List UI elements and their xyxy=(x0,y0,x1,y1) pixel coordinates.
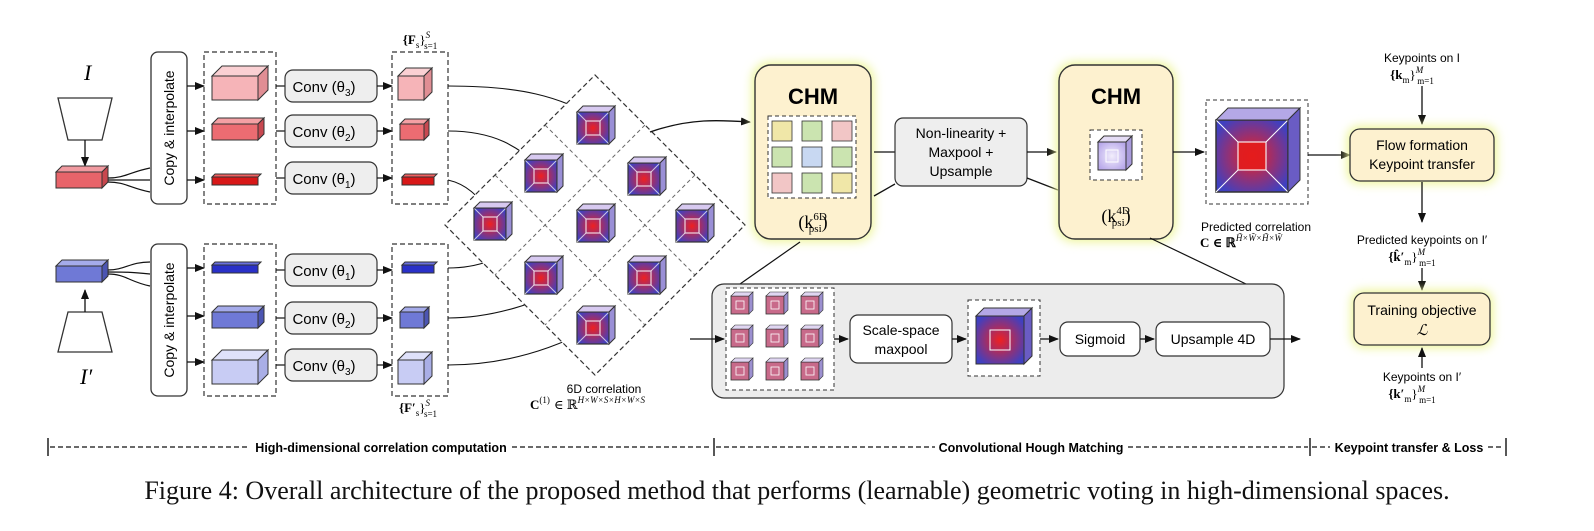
conv-theta3-bottom: Conv (θ3) xyxy=(276,348,393,382)
correlation-6d-label: 6D correlation C(1)∈ ℝH×W×S×H×W×S xyxy=(530,382,645,412)
stage-label-correlation: High-dimensional correlation computation xyxy=(255,441,506,455)
conv-theta1-top: Conv (θ1) xyxy=(276,161,393,195)
svg-text:Copy & interpolate: Copy & interpolate xyxy=(161,262,177,377)
svg-text:Sigmoid: Sigmoid xyxy=(1075,331,1126,347)
svg-text:{km}Mm=1: {km}Mm=1 xyxy=(1390,65,1434,86)
predicted-correlation-cube xyxy=(1205,99,1309,205)
svg-text:{Fs}Ss=1: {Fs}Ss=1 xyxy=(403,30,437,51)
svg-text:Conv (θ3): Conv (θ3) xyxy=(292,358,355,378)
correlation-6d-diamond xyxy=(444,74,746,376)
svg-text:Conv (θ2): Conv (θ2) xyxy=(292,311,355,331)
svg-text:Conv (θ2): Conv (θ2) xyxy=(292,124,355,144)
svg-text:Keypoint transfer: Keypoint transfer xyxy=(1369,156,1475,172)
svg-text:C ∈ ℝH̃×W̃×H̃×W̃: C ∈ ℝH̃×W̃×H̃×W̃ xyxy=(1200,233,1284,250)
svg-text:Upsample 4D: Upsample 4D xyxy=(1171,331,1256,347)
svg-text:Keypoints on I′: Keypoints on I′ xyxy=(1383,370,1462,384)
conv-theta2-top: Conv (θ2) xyxy=(276,114,393,148)
sigmoid: Sigmoid xyxy=(1059,321,1141,357)
svg-text:C(1)∈ ℝH×W×S×H×W×S: C(1)∈ ℝH×W×S×H×W×S xyxy=(530,395,645,412)
stage-timeline: High-dimensional correlation computation… xyxy=(47,438,1507,456)
scale-space-maxpool: Scale-space maxpool xyxy=(849,314,953,364)
encoder-bottom xyxy=(57,311,113,353)
feature-block-blue xyxy=(54,258,110,284)
svg-text:Keypoints on I: Keypoints on I xyxy=(1384,51,1460,65)
svg-text:ℒ: ℒ xyxy=(1417,323,1429,339)
conv-features-bottom xyxy=(391,243,449,397)
svg-text:Predicted correlation: Predicted correlation xyxy=(1201,220,1311,234)
svg-text:Conv (θ3): Conv (θ3) xyxy=(292,79,355,99)
svg-text:CHM: CHM xyxy=(788,84,838,109)
conv-theta3-top: Conv (θ3) xyxy=(276,69,393,103)
predicted-correlation-label: Predicted correlation C ∈ ℝH̃×W̃×H̃×W̃ xyxy=(1200,220,1311,250)
svg-text:Non-linearity +: Non-linearity + xyxy=(916,125,1007,141)
svg-text:Conv (θ1): Conv (θ1) xyxy=(292,171,355,191)
svg-text:CHM: CHM xyxy=(1091,84,1141,109)
feature-block-red xyxy=(54,164,110,190)
input-image-I-label: I xyxy=(83,60,93,85)
svg-text:Copy & interpolate: Copy & interpolate xyxy=(161,70,177,185)
figure-caption: Figure 4: Overall architecture of the pr… xyxy=(144,476,1450,505)
svg-text:6D correlation: 6D correlation xyxy=(567,382,642,396)
upsample-4d: Upsample 4D xyxy=(1155,321,1271,357)
encoder-top xyxy=(57,97,113,141)
svg-text:I′: I′ xyxy=(79,364,93,389)
stage-label-chm: Convolutional Hough Matching xyxy=(939,441,1124,455)
svg-text:I: I xyxy=(83,60,93,85)
multi-scale-features-bottom xyxy=(203,243,277,397)
copy-interpolate-bottom: Copy & interpolate xyxy=(150,243,188,397)
svg-text:{k′m}Mm=1: {k′m}Mm=1 xyxy=(1388,384,1435,405)
svg-text:{F′s}Ss=1: {F′s}Ss=1 xyxy=(399,398,437,419)
conv-theta1-bottom: Conv (θ1) xyxy=(276,253,393,287)
chm-detail-panel: Scale-space maxpool Sigmoid Upsample 4D xyxy=(690,283,1301,399)
svg-text:Training objective: Training objective xyxy=(1367,302,1476,318)
flow-formation-block: Flow formation Keypoint transfer xyxy=(1347,126,1497,184)
input-image-Iprime-label: I′ xyxy=(79,364,93,389)
conv-features-top xyxy=(391,51,449,205)
svg-text:Predicted keypoints on I′: Predicted keypoints on I′ xyxy=(1357,233,1488,247)
nonlinearity-maxpool-upsample: Non-linearity + Maxpool + Upsample xyxy=(894,117,1028,187)
stage-label-keypoint: Keypoint transfer & Loss xyxy=(1335,441,1484,455)
svg-text:maxpool: maxpool xyxy=(875,341,928,357)
conv-theta2-bottom: Conv (θ2) xyxy=(276,301,393,335)
copy-interpolate-top: Copy & interpolate xyxy=(150,51,188,205)
architecture-diagram: I I′ Copy & interpolate Copy & interpola… xyxy=(47,30,1507,456)
svg-text:Conv (θ1): Conv (θ1) xyxy=(292,263,355,283)
svg-text:Maxpool +: Maxpool + xyxy=(929,144,994,160)
svg-text:{k̂′m}Mm=1: {k̂′m}Mm=1 xyxy=(1388,247,1435,268)
multi-scale-features-top xyxy=(203,51,277,205)
svg-text:Scale-space: Scale-space xyxy=(862,322,939,338)
svg-text:Flow formation: Flow formation xyxy=(1376,137,1468,153)
svg-text:Upsample: Upsample xyxy=(929,163,992,179)
training-objective-block: Training objective ℒ xyxy=(1351,290,1493,348)
